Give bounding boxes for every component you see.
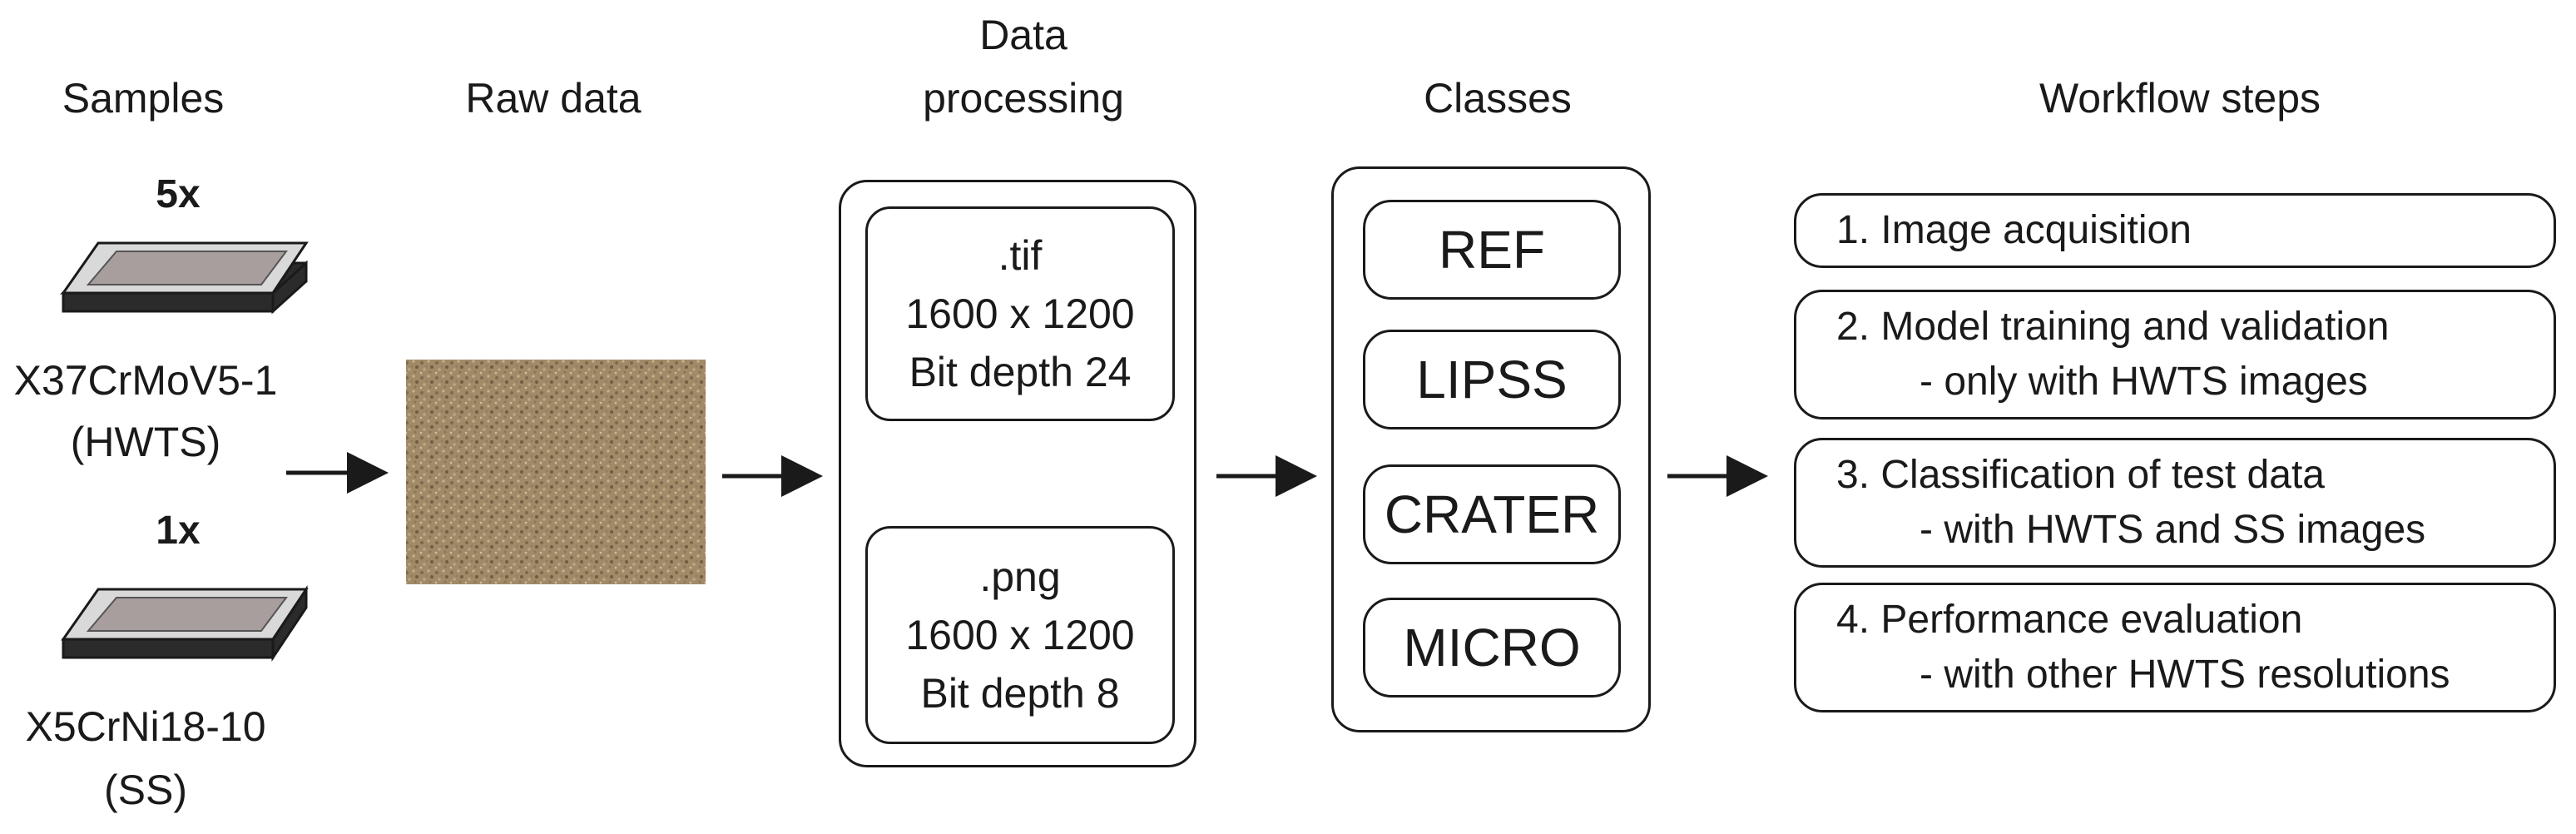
sample-name-hwts: X37CrMoV5-1 [13, 357, 278, 404]
class-ref: REF [1363, 200, 1621, 300]
header-processing-line1: Data [979, 12, 1068, 58]
class-lipss: LIPSS [1363, 330, 1621, 429]
output-depth: Bit depth 8 [920, 670, 1120, 717]
sample-name-ss: X5CrNi18-10 [25, 703, 266, 750]
input-resolution: 1600 x 1200 [905, 290, 1135, 337]
processing-output-box: .png 1600 x 1200 Bit depth 8 [865, 526, 1175, 744]
class-micro: MICRO [1363, 598, 1621, 697]
input-format: .tif [998, 232, 1043, 279]
step-3-title: 3. Classification of test data [1836, 453, 2325, 497]
step-4-detail: - with other HWTS resolutions [1920, 653, 2450, 697]
step-1-title: 1. Image acquisition [1836, 208, 2192, 252]
workflow-step-1: 1. Image acquisition [1794, 193, 2556, 268]
sample-abbr-hwts: (HWTS) [70, 419, 221, 465]
step-2-title: 2. Model training and validation [1836, 305, 2390, 349]
sample-plate-ss [61, 585, 309, 662]
header-workflow: Workflow steps [2039, 75, 2321, 122]
sample-count-ss: 1x [156, 509, 201, 553]
processing-input-box: .tif 1600 x 1200 Bit depth 24 [865, 206, 1175, 421]
sample-abbr-ss: (SS) [104, 767, 187, 813]
header-raw-data: Raw data [465, 75, 642, 122]
header-processing-line2: processing [923, 75, 1124, 122]
step-4-title: 4. Performance evaluation [1836, 598, 2303, 642]
step-2-detail: - only with HWTS images [1920, 360, 2368, 404]
sample-count-hwts: 5x [156, 172, 201, 216]
output-resolution: 1600 x 1200 [905, 612, 1135, 658]
header-samples: Samples [62, 75, 225, 122]
workflow-step-2: 2. Model training and validation - only … [1794, 290, 2556, 419]
header-classes: Classes [1424, 75, 1572, 122]
step-3-detail: - with HWTS and SS images [1920, 508, 2426, 552]
output-format: .png [979, 554, 1061, 600]
raw-data-image [406, 360, 706, 584]
sample-plate-hwts [59, 241, 309, 315]
input-depth: Bit depth 24 [909, 349, 1132, 395]
workflow-step-3: 3. Classification of test data - with HW… [1794, 438, 2556, 568]
workflow-step-4: 4. Performance evaluation - with other H… [1794, 583, 2556, 712]
class-crater: CRATER [1363, 464, 1621, 564]
